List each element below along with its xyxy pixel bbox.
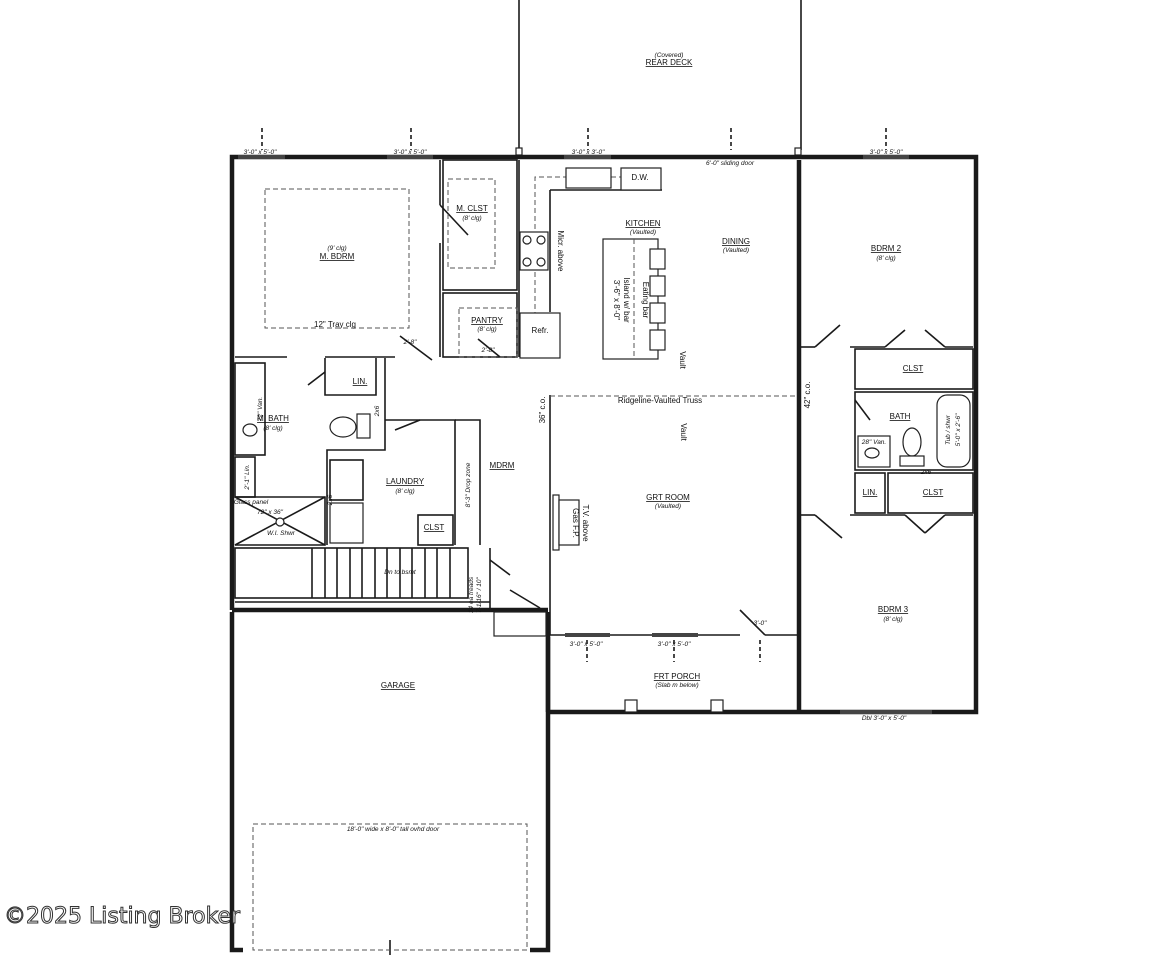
bedroom-wing	[801, 324, 974, 539]
west-wing	[234, 358, 541, 610]
window-label: 3'-0" x 5'-0"	[870, 149, 903, 156]
stairs-label: Dn to bsmt	[384, 569, 417, 576]
room-label-kitchen: KITCHEN	[625, 219, 660, 228]
room-label-master-bedroom: M. BDRM	[320, 252, 355, 261]
room-label-closet: CLST	[903, 364, 924, 373]
room-label-closet: CLST	[923, 488, 944, 497]
door-size: 2'-8"	[481, 347, 496, 354]
cased-opening-label: 36" c.o.	[538, 397, 547, 424]
room-label-linen: LIN.	[863, 488, 878, 497]
tub-label: Tub / shwr	[945, 414, 952, 445]
great-room	[552, 494, 766, 636]
window-label: 3'-0" x 5'-0"	[394, 149, 427, 156]
shower-size: 72" x 36"	[257, 509, 284, 516]
room-ceiling: (8' clg)	[883, 616, 902, 623]
island-label: Island w/ bar	[622, 277, 631, 323]
room-label-bath: BATH	[890, 412, 911, 421]
vault-label: Vault	[678, 351, 687, 369]
windows	[238, 128, 932, 955]
room-ceiling: (Slab m below)	[655, 682, 698, 689]
sliding-door-label: 6'-0" sliding door	[706, 160, 755, 167]
room-ceiling: (Vaulted)	[655, 503, 681, 510]
refrigerator-label: Refr.	[532, 326, 549, 335]
room-ceiling: (8' clg)	[876, 255, 895, 262]
window-label: Dbl 3'-0" x 5'-0"	[862, 715, 907, 722]
wall-note: 2x6	[920, 469, 932, 476]
kitchen	[519, 167, 797, 397]
closet-pantry	[442, 159, 518, 358]
rear-deck: (Covered) REAR DECK	[515, 0, 802, 156]
room-ceiling: (Vaulted)	[723, 247, 749, 254]
room-label-laundry: LAUNDRY	[386, 477, 425, 486]
room-label-bedroom-3: BDRM 3	[878, 605, 909, 614]
cased-opening-label: 42" c.o.	[803, 382, 812, 409]
vault-label: Vault	[679, 423, 688, 441]
room-label-closet: CLST	[424, 523, 445, 532]
room-ceiling: (8' clg)	[395, 488, 414, 495]
rear-deck-sub: (Covered)	[655, 52, 684, 59]
room-label-master-bath: M. BATH	[257, 414, 289, 423]
vanity-label: 72" Van.	[257, 397, 264, 422]
room-ceiling: (9' clg)	[327, 245, 346, 252]
room-label-dining: DINING	[722, 237, 750, 246]
room-label-mudroom: MDRM	[490, 461, 515, 470]
room-label-front-porch: FRT PORCH	[654, 672, 701, 681]
front-porch	[624, 699, 724, 713]
watermark: ©2025 Listing Broker	[4, 904, 241, 929]
room-label-garage: GARAGE	[381, 681, 415, 690]
window-label: 3'-0" x 5'-0"	[658, 641, 691, 648]
tray-ceiling-note: 12" Tray clg	[314, 320, 356, 329]
window-label: 3'-0" x 3'-0"	[572, 149, 605, 156]
drop-zone-label: 8'-3" Drop zone	[465, 462, 472, 507]
microwave-label: Micr. above	[556, 231, 565, 272]
treads-size: 7-1/16" / 10"	[476, 576, 483, 612]
eating-bar-label: Eating bar	[641, 282, 650, 319]
linen-label: 2'-1" Lin.	[244, 464, 251, 490]
room-ceiling: (8' clg)	[477, 326, 496, 333]
window-label: 3'-0" x 5'-0"	[570, 641, 603, 648]
treads-label: 14 ea treads	[468, 576, 475, 613]
wall-note: 2x6	[327, 494, 334, 506]
door-size: 2'-8"	[403, 339, 418, 346]
room-ceiling: (Vaulted)	[630, 229, 656, 236]
dishwasher-label: D.W.	[631, 173, 648, 182]
wall-note: 2x6	[374, 405, 381, 417]
vanity-label: 28" Van.	[861, 439, 887, 446]
glass-panel-label: Glass panel	[234, 499, 269, 506]
room-label-bedroom-2: BDRM 2	[871, 244, 902, 253]
island-size: 3'-6" x 8'-0"	[612, 280, 621, 320]
room-label-pantry: PANTRY	[471, 316, 503, 325]
room-ceiling: (8' clg)	[263, 425, 282, 432]
rear-deck-label: REAR DECK	[646, 58, 693, 67]
tub-size: 5'-0" x 2'-6"	[955, 413, 962, 446]
room-ceiling: (8' clg)	[462, 215, 481, 222]
window-label: 3'-0" x 5'-0"	[244, 149, 277, 156]
room-label-linen: LIN.	[353, 377, 368, 386]
master-bedroom	[235, 160, 469, 361]
garage-door-label: 18'-0" wide x 8'-0" tall ovhd door	[347, 826, 440, 833]
fireplace-label: Gas F.P.	[571, 508, 580, 538]
shower-label: W.I. Shwr	[267, 530, 296, 537]
room-label-great-room: GRT ROOM	[646, 493, 690, 502]
room-label-master-closet: M. CLST	[456, 204, 488, 213]
garage	[252, 823, 528, 951]
fireplace-tv-label: T.V. above	[581, 504, 590, 542]
ridgeline-label: Ridgeline-Vaulted Truss	[618, 396, 702, 405]
door-size: 3'-0"	[754, 620, 768, 627]
